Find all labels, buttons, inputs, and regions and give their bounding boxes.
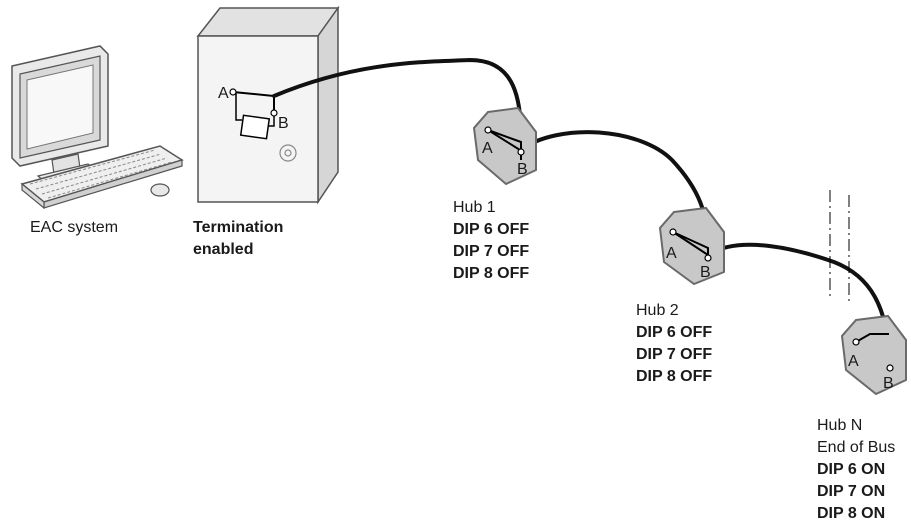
hub-1-icon: A B [472, 106, 537, 186]
hub-n-dip8: DIP 8 ON [817, 505, 886, 522]
hub-2-dip6: DIP 6 OFF [636, 324, 713, 341]
server-label-line1: Termination [193, 219, 284, 236]
hub-2-icon: A B [658, 206, 725, 286]
hub-n-dip6: DIP 6 ON [817, 461, 886, 478]
hub-1-dip7: DIP 7 OFF [453, 243, 530, 260]
hub-n-terminal-b: B [883, 375, 894, 392]
hub-1-dip6: DIP 6 OFF [453, 221, 530, 238]
hub-1-terminal-b: B [517, 161, 528, 178]
hub-2-label: Hub 2 DIP 6 OFF DIP 7 OFF DIP 8 OFF [636, 300, 712, 388]
hub-n-name: Hub N [817, 417, 863, 434]
hub-n-terminal-a: A [848, 353, 859, 370]
server-label: Termination enabled [193, 217, 283, 261]
hub-1-name: Hub 1 [453, 199, 496, 216]
server-tower-icon [196, 5, 340, 205]
server-terminal-a: A [218, 85, 229, 102]
computer-label: EAC system [30, 217, 118, 239]
hub-1-terminal-a: A [482, 140, 493, 157]
hub-2-dip8: DIP 8 OFF [636, 368, 713, 385]
hub-n-subtitle: End of Bus [817, 439, 896, 456]
hub-n-dip7: DIP 7 ON [817, 483, 886, 500]
hub-2-dip7: DIP 7 OFF [636, 346, 713, 363]
hub-2-terminal-a: A [666, 245, 677, 262]
server-label-line2: enabled [193, 241, 254, 258]
computer-label-text: EAC system [30, 219, 119, 236]
hub-n-label: Hub N End of Bus DIP 6 ON DIP 7 ON DIP 8… [817, 415, 895, 525]
hub-1-dip8: DIP 8 OFF [453, 265, 530, 282]
hub-2-name: Hub 2 [636, 302, 679, 319]
hub-2-terminal-b: B [700, 264, 711, 281]
hub-n-icon: A B [840, 314, 907, 396]
termination-circuit: A B [218, 85, 289, 140]
hub-1-label: Hub 1 DIP 6 OFF DIP 7 OFF DIP 8 OFF [453, 197, 529, 285]
computer-icon [11, 45, 184, 210]
bus-cable-server-hub1 [272, 57, 524, 144]
server-terminal-b: B [278, 115, 289, 132]
